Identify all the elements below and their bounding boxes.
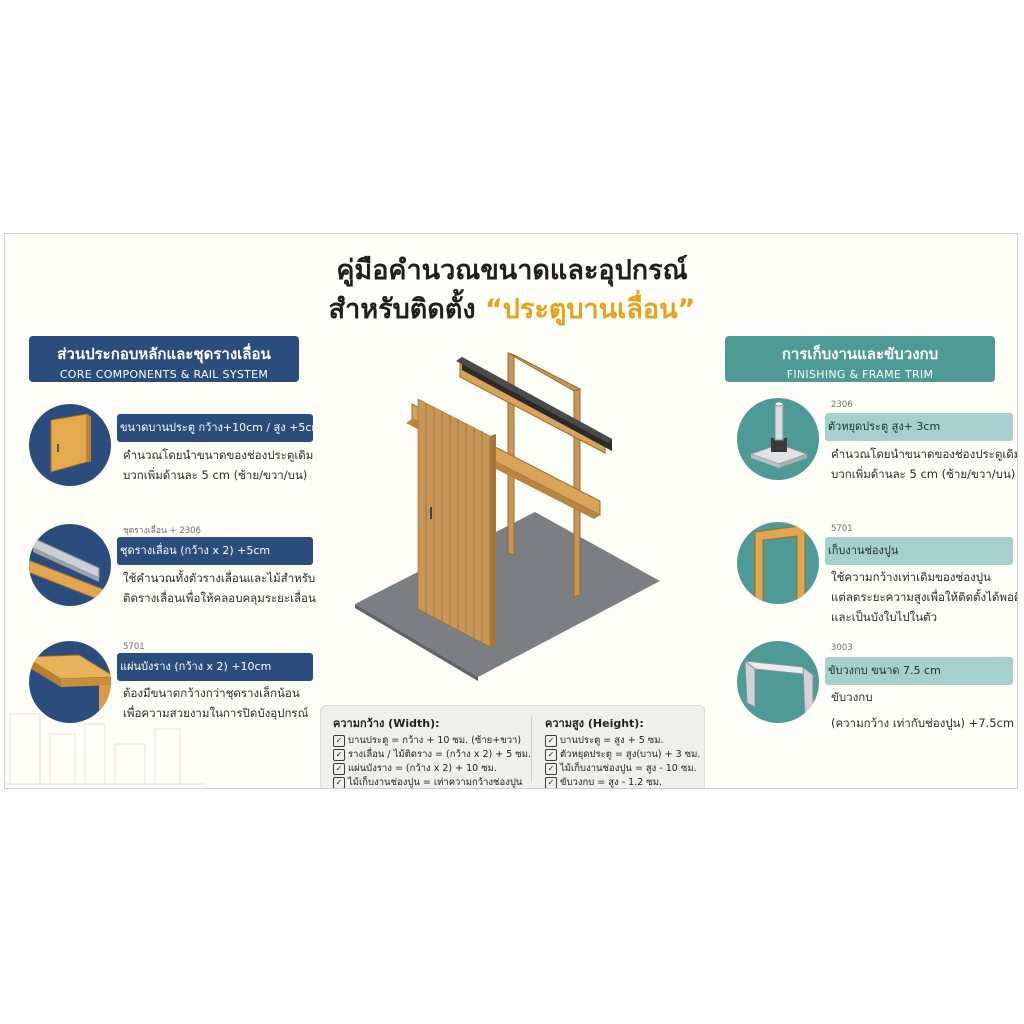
- checkbox-icon: ✓: [545, 734, 557, 747]
- formula-item: ✓ไม้เก็บงานช่องปูน = เท่าความกว้างช่องปู…: [333, 776, 531, 788]
- page-title: คู่มือคำนวณขนาดและอุปกรณ์: [336, 255, 688, 286]
- rail-set-icon: [29, 524, 111, 606]
- checkbox-icon: ✓: [333, 762, 345, 775]
- formula-item: ✓ตัวหยุดประตู = สูง(บาน) + 3 ซม.: [545, 748, 700, 762]
- formula-item: ✓ขับวงกบ = สูง - 1.2 ซม.: [545, 776, 700, 788]
- frame-trim-label: ขับวงกบ ขนาด 7.5 cm: [825, 657, 1013, 685]
- right-header-thai: การเก็บงานและขับวงกบ: [781, 345, 939, 363]
- checkbox-icon: ✓: [333, 748, 345, 761]
- width-formulas: ความกว้าง (Width): ✓บานประตู = กว้าง + 1…: [333, 714, 531, 788]
- page-subtitle: สำหรับติดตั้ง “ประตูบานเลื่อน”: [328, 294, 696, 325]
- rail-set-label: ชุดรางเลื่อน (กว้าง x 2) +5cm: [117, 537, 313, 565]
- checkbox-icon: ✓: [545, 762, 557, 775]
- frame-trim-description: ขับวงกบ(ความกว้าง เท่ากับช่องปูน) +7.5cm: [831, 690, 1015, 730]
- frame-trim-code: 3003: [831, 643, 853, 653]
- frame-trim-icon: [737, 641, 819, 723]
- width-title: ความกว้าง (Width):: [333, 717, 440, 730]
- infographic-card: คู่มือคำนวณขนาดและอุปกรณ์ สำหรับติดตั้ง …: [4, 233, 1018, 789]
- rail-set-code: ชุดรางเลื่อน + 2306: [123, 526, 201, 536]
- door-panel-icon: [29, 404, 111, 486]
- opening-trim-code: 5701: [831, 524, 853, 534]
- door-size-label: ขนาดบานประตู กว้าง+10cm / สูง +5cm: [117, 414, 313, 442]
- checkbox-icon: ✓: [333, 776, 345, 788]
- opening-trim-icon: [737, 522, 819, 604]
- formula-item: ✓บานประตู = กว้าง + 10 ซม. (ซ้าย+ขวา): [333, 734, 531, 748]
- formula-item: ✓ไม้เก็บงานช่องปูน = สูง - 10 ซม.: [545, 762, 700, 776]
- checkbox-icon: ✓: [545, 748, 557, 761]
- title-highlight: “ประตูบานเลื่อน”: [484, 294, 696, 325]
- opening-trim-label: เก็บงานช่องปูน: [825, 537, 1013, 565]
- rail-cover-description: ต้องมีขนาดกว้างกว่าชุดรางเล็กน้อนเพื่อคว…: [123, 686, 309, 720]
- opening-trim-description: ใช้ความกว้างเท่าเดิมของช่องปูนแต่ลดระยะค…: [831, 570, 1018, 624]
- background-sketch: [5, 713, 205, 785]
- sliding-door-illustration: [355, 352, 660, 681]
- rail-set-description: ใช้คำนวณทั้งตัวรางเลื่อนและไม้สำหรับติดร…: [123, 571, 316, 605]
- formula-divider: [531, 716, 532, 782]
- formula-box: ความกว้าง (Width): ✓บานประตู = กว้าง + 1…: [320, 705, 705, 788]
- formula-item: ✓รางเลื่อน / ไม้ติดราง = (กว้าง x 2) + 5…: [333, 748, 531, 762]
- height-title: ความสูง (Height):: [545, 717, 644, 730]
- formula-item: ✓แผ่นบังราง = (กว้าง x 2) + 10 ซม.: [333, 762, 531, 776]
- door-stopper-icon: [737, 398, 819, 480]
- left-header-english: CORE COMPONENTS & RAIL SYSTEM: [59, 368, 269, 381]
- left-section-header: ส่วนประกอบหลักและชุดรางเลื่อน CORE COMPO…: [29, 336, 299, 382]
- formula-item: ✓บานประตู = สูง + 5 ซม.: [545, 734, 700, 748]
- left-header-thai: ส่วนประกอบหลักและชุดรางเลื่อน: [57, 345, 271, 363]
- door-size-description: คำนวณโดยนำขนาดของช่องประตูเดิมบวกเพิ่มด้…: [123, 448, 314, 482]
- door-stopper-code: 2306: [831, 400, 853, 410]
- height-formulas: ความสูง (Height): ✓บานประตู = สูง + 5 ซม…: [545, 714, 700, 788]
- door-stopper-label: ตัวหยุดประตู สูง+ 3cm: [825, 413, 1013, 441]
- right-section-header: การเก็บงานและขับวงกบ FINISHING & FRAME T…: [725, 336, 995, 382]
- rail-cover-code: 5701: [123, 642, 145, 652]
- door-stopper-description: คำนวณโดยนำขนาดของช่องประตูเดิมบวกเพิ่มด้…: [831, 447, 1018, 481]
- checkbox-icon: ✓: [333, 734, 345, 747]
- checkbox-icon: ✓: [545, 776, 557, 788]
- right-header-english: FINISHING & FRAME TRIM: [786, 368, 934, 381]
- rail-cover-label: แผ่นบังราง (กว้าง x 2) +10cm: [117, 653, 313, 681]
- rail-cover-icon: [29, 641, 111, 723]
